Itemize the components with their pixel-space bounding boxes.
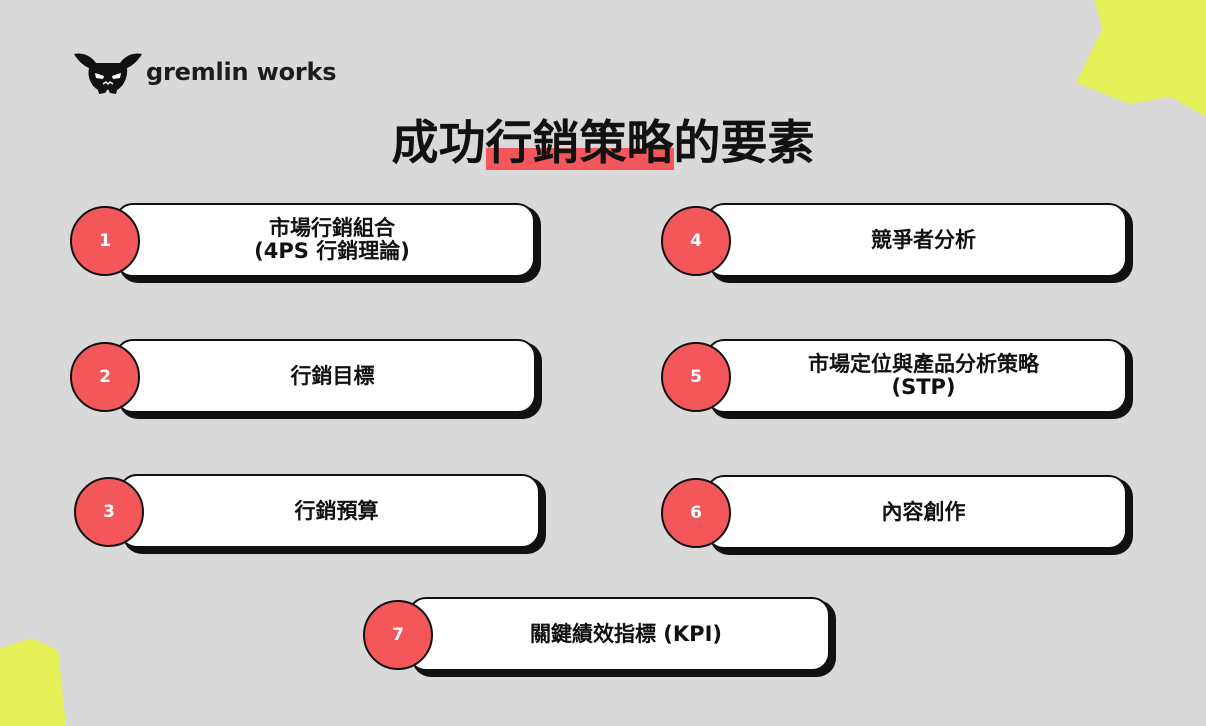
brand-logo: gremlin works (72, 49, 337, 95)
number-badge-7: 7 (363, 600, 433, 670)
badge-number-2: 2 (99, 367, 111, 387)
element-label-3: 行銷預算 (294, 498, 379, 523)
badge-number-6: 6 (690, 503, 702, 523)
title-highlight: 行銷策略 (485, 112, 674, 176)
number-badge-1: 1 (70, 206, 140, 276)
element-item-7: 關鍵績效指標 (KPI) 7 (363, 597, 836, 677)
number-badge-5: 5 (661, 342, 731, 412)
element-item-4: 競爭者分析 4 (661, 203, 1133, 283)
number-badge-4: 4 (661, 206, 731, 276)
element-label-1: 市場行銷組合 (4PS 行銷理論) (254, 216, 410, 263)
element-item-2: 行銷目標 2 (70, 339, 542, 419)
badge-number-1: 1 (99, 231, 111, 251)
title-prefix: 成功 (391, 116, 486, 171)
corner-decoration-top-right (1076, 0, 1206, 118)
title-suffix: 的要素 (673, 116, 815, 171)
element-card-4: 競爭者分析 (706, 203, 1127, 277)
element-item-1: 市場行銷組合 (4PS 行銷理論) 1 (70, 203, 541, 283)
element-card-6: 內容創作 (706, 475, 1127, 549)
element-label-4: 競爭者分析 (871, 227, 976, 252)
number-badge-3: 3 (74, 477, 144, 547)
badge-number-3: 3 (103, 502, 115, 522)
brand-name: gremlin works (146, 58, 337, 86)
element-card-3: 行銷預算 (119, 474, 540, 548)
element-label-7: 關鍵績效指標 (KPI) (530, 621, 722, 646)
element-card-2: 行銷目標 (115, 339, 536, 413)
element-item-6: 內容創作 6 (661, 475, 1133, 555)
page-title: 成功行銷策略的要素 (0, 112, 1206, 176)
badge-number-5: 5 (690, 367, 702, 387)
element-item-5: 市場定位與產品分析策略 (STP) 5 (661, 339, 1133, 419)
badge-number-4: 4 (690, 231, 702, 251)
number-badge-2: 2 (70, 342, 140, 412)
element-card-7: 關鍵績效指標 (KPI) (408, 597, 830, 671)
element-label-2: 行銷目標 (290, 363, 375, 388)
gremlin-face-icon (74, 53, 142, 94)
element-item-3: 行銷預算 3 (74, 474, 546, 554)
element-card-1: 市場行銷組合 (4PS 行銷理論) (115, 203, 535, 277)
element-label-6: 內容創作 (881, 499, 966, 524)
number-badge-6: 6 (661, 478, 731, 548)
element-card-5: 市場定位與產品分析策略 (STP) (706, 339, 1127, 413)
badge-number-7: 7 (392, 625, 404, 645)
element-label-5: 市場定位與產品分析策略 (STP) (808, 352, 1039, 399)
corner-decoration-bottom-left (0, 638, 66, 726)
